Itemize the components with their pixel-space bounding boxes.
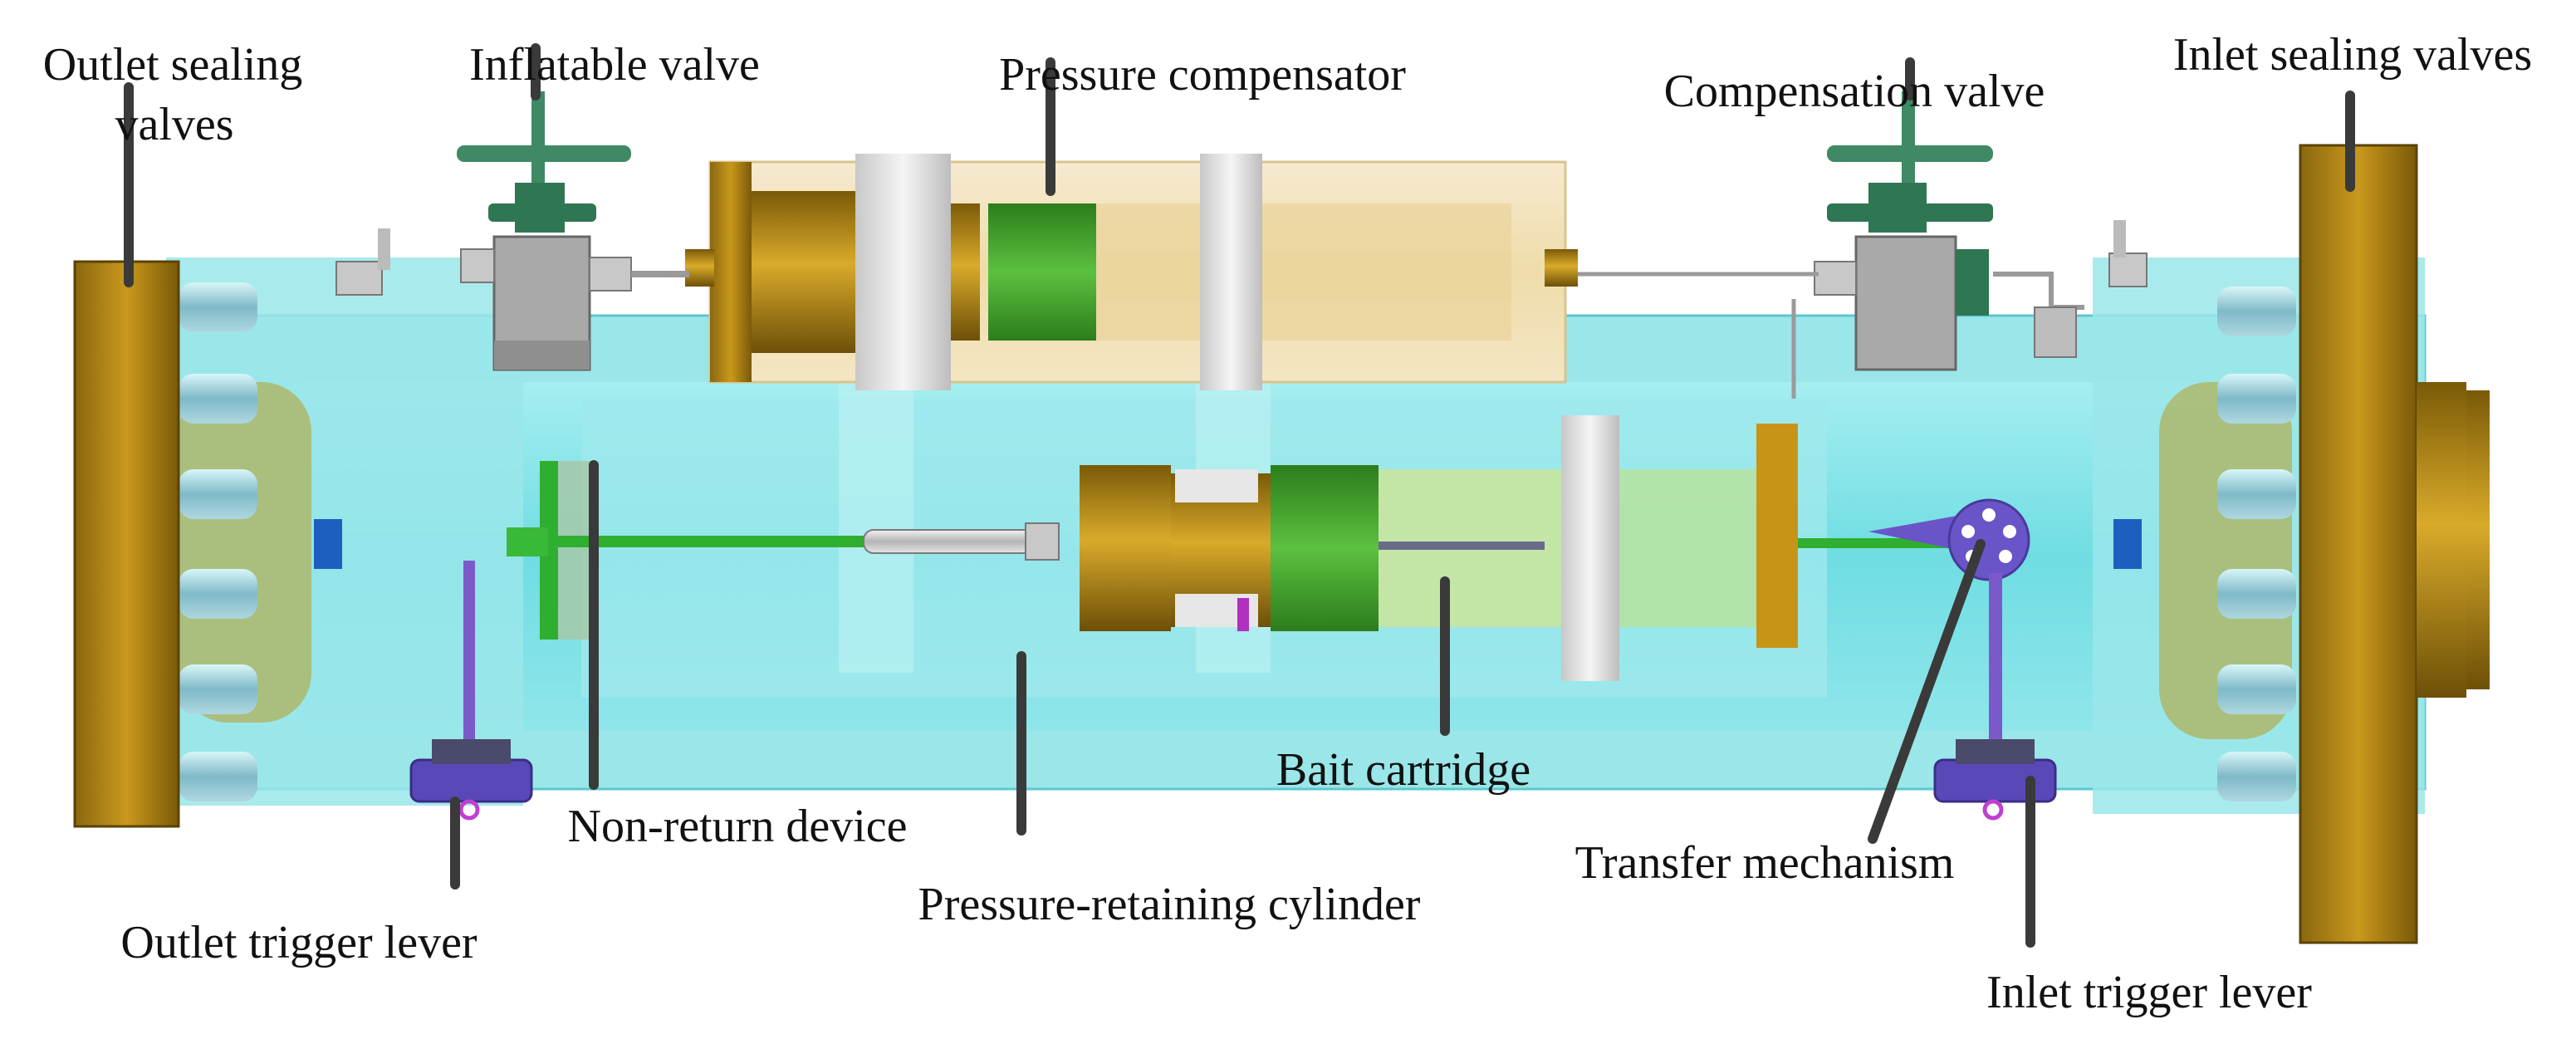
bait-cartridge <box>1080 415 1761 681</box>
leader-transfer <box>1868 539 1986 844</box>
label-pressure-compensator: Pressure compensator <box>999 49 1406 100</box>
outlet-trigger-lever-part <box>409 561 533 821</box>
inlet-trigger-lever-part <box>1933 573 2057 821</box>
label-inlet-trigger-lever: Inlet trigger lever <box>1986 967 2312 1018</box>
non-return-device <box>507 461 594 640</box>
label-non-return-device: Non-return device <box>568 801 908 852</box>
leader-lines <box>124 43 2355 948</box>
inflatable-valve <box>457 91 689 371</box>
label-inflatable-valve: Inflatable valve <box>469 39 760 91</box>
label-outlet-sealing-line1: Outlet sealing <box>43 39 303 91</box>
pressure-compensator <box>685 154 1578 390</box>
label-bait-cartridge: Bait cartridge <box>1276 744 1530 796</box>
labels: Outlet sealing valves Inflatable valve P… <box>43 29 2532 1018</box>
compensation-valve <box>1578 91 2084 399</box>
outlet-flange <box>73 257 523 828</box>
label-inlet-sealing-valves: Inlet sealing valves <box>2173 29 2532 81</box>
label-transfer-mechanism: Transfer mechanism <box>1575 837 1955 889</box>
label-outlet-sealing-line2: valves <box>115 99 233 150</box>
label-outlet-trigger-lever: Outlet trigger lever <box>120 917 477 968</box>
label-pressure-retaining-cylinder: Pressure-retaining cylinder <box>918 879 1421 930</box>
inlet-flange <box>2093 144 2490 944</box>
rod <box>548 522 1060 561</box>
right-fitting <box>2108 220 2147 287</box>
inlet-bolts <box>2217 287 2296 801</box>
transfer-mechanism <box>1756 424 2030 648</box>
left-fitting <box>335 228 390 296</box>
label-compensation-valve: Compensation valve <box>1664 66 2045 117</box>
outlet-bolts <box>179 282 257 801</box>
